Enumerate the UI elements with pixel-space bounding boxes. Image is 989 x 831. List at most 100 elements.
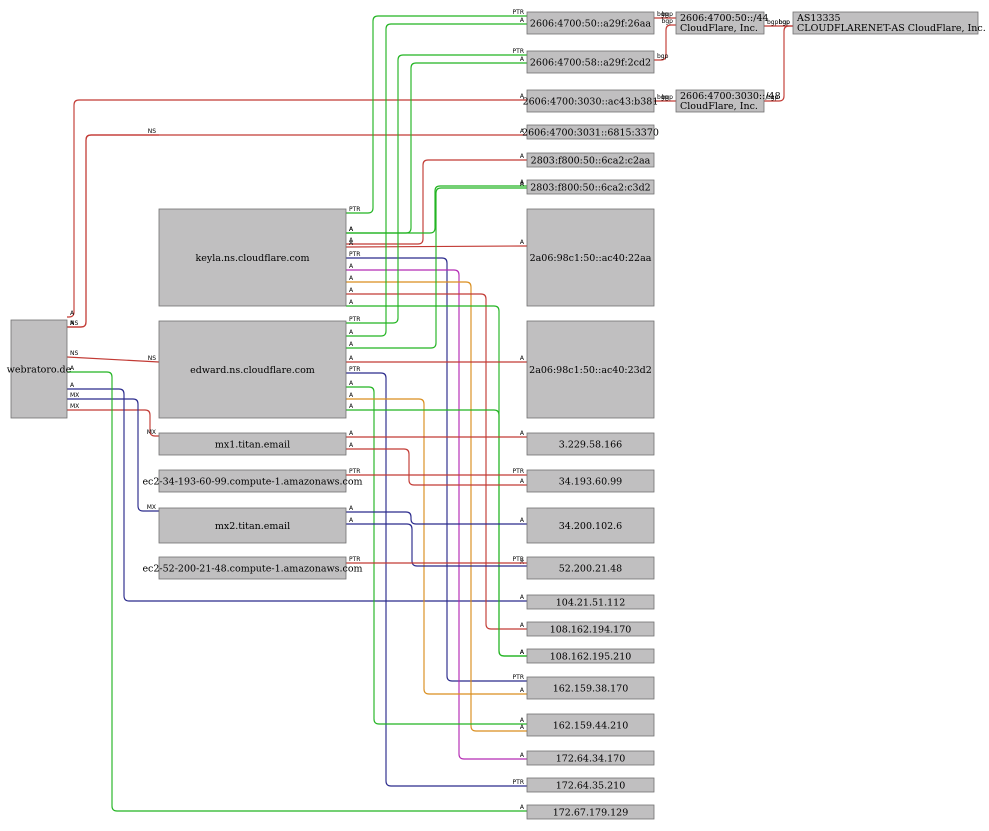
node-box <box>158 432 347 456</box>
edge-label-target: bgp <box>662 94 674 101</box>
node-ip-34193[interactable]: 34.193.60.99 <box>526 469 655 493</box>
node-ip-162170[interactable]: 162.159.38.170 <box>526 676 655 700</box>
node-v6-b381[interactable]: 2606:4700:3030::ac43:b381 <box>523 89 659 113</box>
edge-label-target: A <box>520 17 525 24</box>
edge-label-target: PTR <box>513 674 524 681</box>
node-ip-3229[interactable]: 3.229.58.166 <box>526 432 655 456</box>
node-v6-3370[interactable]: 2606:4700:3031::6815:3370 <box>522 124 659 140</box>
node-label: AS13335 <box>796 13 841 24</box>
edge-root-to-edward <box>66 356 160 363</box>
edge-label-source: bgp <box>657 53 669 60</box>
edge-label-source: PTR <box>349 251 360 258</box>
node-v6-23d2[interactable]: 2a06:98c1:50::ac40:23d2 <box>526 320 655 419</box>
node-box <box>526 124 655 140</box>
edge-label-target: bgp <box>779 19 791 26</box>
edge-v6_2cd2-to-net_44 <box>654 24 676 61</box>
node-box <box>526 556 655 580</box>
edge-edward-to-v6_c3d2 <box>346 187 527 349</box>
node-box <box>158 556 347 580</box>
edge-label-source: A <box>349 299 354 306</box>
node-keyla[interactable]: keyla.ns.cloudflare.com <box>158 208 347 307</box>
edge-label-target: A <box>520 649 525 656</box>
edge-label-source: A <box>349 392 354 399</box>
node-box <box>792 11 979 35</box>
edge-root-to-v6_3370 <box>67 134 527 328</box>
edge-label-source: A <box>349 263 354 270</box>
edge-label-target: PTR <box>513 9 524 16</box>
edge-edward-to-ip_17235 <box>346 372 527 787</box>
node-ip-17235[interactable]: 172.64.35.210 <box>526 777 655 793</box>
node-label: 2606:4700:3030::ac43:b381 <box>523 97 659 108</box>
edge-label-source: NS <box>70 320 78 327</box>
node-mx2[interactable]: mx2.titan.email <box>158 507 347 544</box>
edge-label-source: A <box>349 442 354 449</box>
edge-edward-to-ip_162170 <box>346 398 527 695</box>
edge-label-target: A <box>520 594 525 601</box>
node-ip-52200[interactable]: 52.200.21.48 <box>526 556 655 580</box>
edge-label-source: A <box>349 287 354 294</box>
edge-label-source: A <box>70 382 75 389</box>
edge-label-target: A <box>520 153 525 160</box>
node-edward[interactable]: edward.ns.cloudflare.com <box>158 320 347 419</box>
node-label: 104.21.51.112 <box>556 598 626 609</box>
edge-edward-to-v6_2cd2 <box>346 54 527 324</box>
node-ip-108210[interactable]: 108.162.195.210 <box>526 648 655 664</box>
edge-label-source: PTR <box>349 206 360 213</box>
node-label: 172.64.35.210 <box>556 781 626 792</box>
edge-label-target: A <box>520 622 525 629</box>
node-label: 2803:f800:50::6ca2:c2aa <box>531 156 651 167</box>
edge-label-source: PTR <box>349 556 360 563</box>
node-label: 52.200.21.48 <box>559 564 622 575</box>
edge-root-to-ip_17267 <box>67 371 527 812</box>
edge-label-source: A <box>349 341 354 348</box>
edge-edward-to-ip_162210 <box>346 386 527 725</box>
edge-label-source: A <box>349 430 354 437</box>
node-box <box>526 804 655 820</box>
node-ip-34200[interactable]: 34.200.102.6 <box>526 507 655 544</box>
node-ip-17267[interactable]: 172.67.179.129 <box>526 804 655 820</box>
node-ec2a[interactable]: ec2-34-193-60-99.compute-1.amazonaws.com <box>142 469 363 493</box>
node-ec2b[interactable]: ec2-52-200-21-48.compute-1.amazonaws.com <box>142 556 363 580</box>
node-label: 2a06:98c1:50::ac40:22aa <box>530 253 652 264</box>
edge-label-target: MX <box>147 429 156 436</box>
node-label: 162.159.44.210 <box>553 721 629 732</box>
node-box <box>526 152 655 168</box>
node-v6-c3d2[interactable]: 2803:f800:50::6ca2:c3d2 <box>526 179 655 195</box>
node-box <box>526 89 655 113</box>
node-v6-c2aa[interactable]: 2803:f800:50::6ca2:c2aa <box>526 152 655 168</box>
edge-label-source: A <box>349 226 354 233</box>
node-label: 108.162.195.210 <box>550 652 632 663</box>
edge-label-target: PTR <box>513 468 524 475</box>
node-v6-22aa[interactable]: 2a06:98c1:50::ac40:22aa <box>526 208 655 307</box>
edge-label-target: A <box>520 179 525 186</box>
edge-keyla-to-ip_162170 <box>346 257 527 682</box>
node-label: ec2-52-200-21-48.compute-1.amazonaws.com <box>142 564 362 575</box>
node-ip-10421[interactable]: 104.21.51.112 <box>526 594 655 610</box>
edge-mx1-to-ip_34193 <box>346 448 527 486</box>
node-v6-26aa[interactable]: 2606:4700:50::a29f:26aa <box>526 11 655 35</box>
node-label: 2606:4700:3030::/48 <box>680 91 781 102</box>
edge-label-target: NS <box>148 128 156 135</box>
node-root[interactable]: webratoro.de <box>7 319 72 419</box>
edge-label-source: bgp <box>767 19 779 26</box>
node-ip-162210[interactable]: 162.159.44.210 <box>526 713 655 737</box>
node-label: edward.ns.cloudflare.com <box>190 365 315 376</box>
node-ip-17234[interactable]: 172.64.34.170 <box>526 750 655 766</box>
node-mx1[interactable]: mx1.titan.email <box>158 432 347 456</box>
node-label: mx2.titan.email <box>215 521 290 532</box>
node-box <box>526 469 655 493</box>
node-v6-2cd2[interactable]: 2606:4700:58::a29f:2cd2 <box>526 50 655 74</box>
edge-root-to-mx1 <box>67 409 159 437</box>
edge-label-source: A <box>349 237 354 244</box>
node-label: 2606:4700:50::a29f:26aa <box>530 19 651 30</box>
node-label: 2606:4700:50::/44 <box>680 13 769 24</box>
edge-keyla-to-ip_108210 <box>346 305 527 657</box>
edge-label-source: PTR <box>349 468 360 475</box>
node-layer: webratoro.de keyla.ns.cloudflare.com edwar… <box>7 11 986 820</box>
node-ip-108170[interactable]: 108.162.194.170 <box>526 621 655 637</box>
edge-label-target: A <box>520 239 525 246</box>
